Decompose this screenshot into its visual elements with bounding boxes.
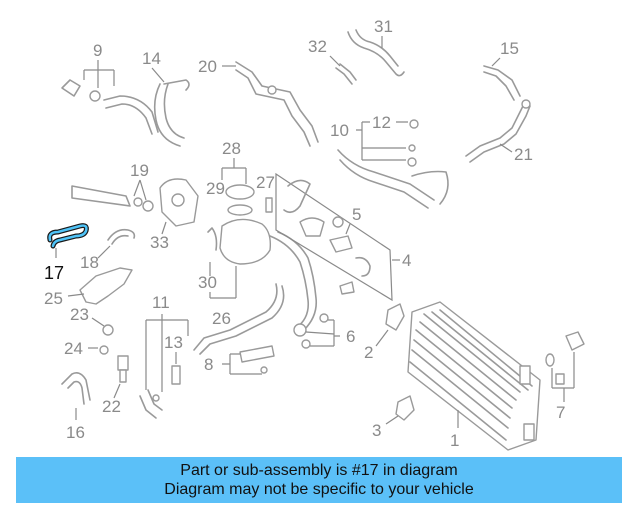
callout-20: 20 [198,57,217,76]
callout-15: 15 [500,39,519,58]
hose-group-10 [337,119,449,209]
lead-15 [491,57,501,67]
hose-group-9 [61,79,159,135]
callout-28: 28 [222,139,241,158]
callout-22: 22 [102,397,121,416]
parts-diagram: 17 9 14 20 31 32 15 [44,17,585,451]
lead-3 [385,415,399,425]
box-4 [275,172,393,302]
lead-23 [91,317,105,327]
hose-18 [107,228,136,245]
lead-19 [133,179,147,201]
callout-11: 11 [152,293,170,312]
callout-9: 9 [93,41,102,60]
lead-21 [499,143,513,153]
callout-16: 16 [66,423,85,442]
callout-29: 29 [206,179,225,198]
lead-14 [151,67,165,83]
info-banner: Part or sub-assembly is #17 in diagram D… [16,457,622,503]
mount-3 [395,395,415,421]
callout-8: 8 [204,355,213,374]
lead-7 [551,352,575,402]
lead-25 [67,293,85,297]
callout-4: 4 [402,251,411,270]
callout-2: 2 [364,343,373,362]
sensor-22 [117,355,129,383]
lead-8 [222,353,262,375]
lead-9 [83,60,115,88]
callout-33: 33 [150,233,169,252]
lead-2 [375,329,389,347]
flange-33 [159,178,199,227]
pipe-21 [465,99,531,163]
callout-25: 25 [44,289,63,308]
callout-18: 18 [80,253,99,272]
lead-18 [97,245,111,259]
radiator-1 [407,301,541,451]
lead-32 [329,55,341,67]
callout-24: 24 [64,339,83,358]
hose-11 [139,365,181,419]
lead-26-30 [209,262,237,299]
callout-30: 30 [198,273,217,292]
callout-13: 13 [164,333,183,352]
cap-28-29 [225,184,273,216]
mount-2 [385,303,405,331]
callout-27: 27 [256,173,275,192]
pipe-20 [235,61,319,147]
clip-24 [99,345,109,355]
banner-line-2: Diagram may not be specific to your vehi… [164,481,474,498]
callout-3: 3 [372,421,381,440]
callout-21: 21 [514,145,533,164]
pipe-8 [239,345,275,374]
hose-17-highlighted[interactable] [47,223,89,249]
callout-26: 26 [212,309,231,328]
hose-16 [61,372,91,405]
banner-line-1: Part or sub-assembly is #17 in diagram [180,462,458,479]
callout-1: 1 [450,431,459,450]
callout-14: 14 [142,49,161,68]
sensor-7 [545,331,585,385]
bracket-25 [79,267,133,305]
lead-11 [145,314,189,392]
clip-23 [102,324,114,336]
callout-10: 10 [330,121,349,140]
lower-hose-center [193,231,318,355]
lead-5 [345,223,351,235]
hose-15 [483,65,521,101]
callout-7: 7 [556,403,565,422]
lead-22 [113,383,121,399]
hose-31 [347,29,405,77]
callout-31: 31 [374,17,393,36]
lead-10-12 [356,121,408,161]
lead-28 [221,158,247,184]
callout-5: 5 [352,205,361,224]
callout-12: 12 [372,113,391,132]
hose-32 [335,63,357,85]
callout-19: 19 [130,161,149,180]
expansion-tank-26 [207,218,272,265]
pipe-19 [71,185,154,212]
callout-23: 23 [70,305,89,324]
callout-32: 32 [308,37,327,56]
hose-14 [153,79,190,147]
clamp-6 [293,313,329,349]
lead-6 [305,319,340,347]
callout-6: 6 [346,327,355,346]
lead-33 [161,221,167,235]
callout-17: 17 [44,263,64,283]
